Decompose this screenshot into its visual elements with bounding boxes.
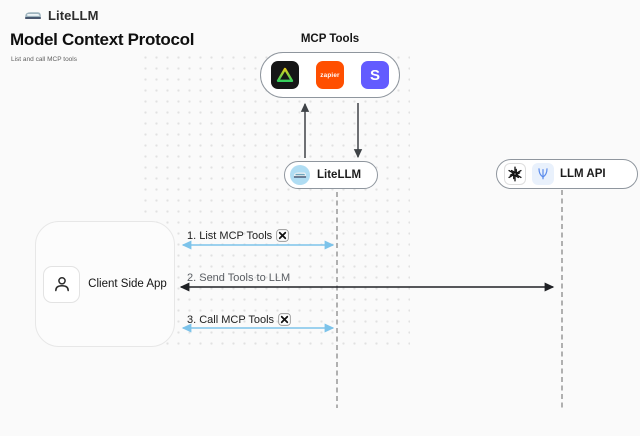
zapier-wordmark: zapier [320, 71, 340, 79]
flow-step-2-label: 2. Send Tools to LLM [187, 272, 291, 284]
person-icon [43, 265, 81, 303]
brand-logo: LiteLLM [24, 8, 99, 23]
brand-name: LiteLLM [48, 8, 99, 23]
zapier-icon: zapier [316, 61, 344, 89]
dot-grid-background [140, 52, 410, 348]
flow-step-1-label: 1. List MCP Tools [187, 229, 273, 242]
provider-icon [532, 163, 554, 185]
flow-step-3-label: 3. Call MCP Tools [187, 313, 275, 326]
train-icon [290, 165, 310, 185]
crossed-tools-icon [278, 313, 291, 326]
mcp-tools-box: zapier S [260, 52, 400, 98]
llm-api-node: LLM API [496, 159, 638, 189]
train-icon [25, 12, 41, 19]
litellm-node: LiteLLM [284, 161, 378, 189]
stripe-icon: S [361, 61, 389, 89]
openai-logo-icon [504, 163, 526, 185]
flow-step-3: 3. Call MCP Tools [187, 313, 291, 326]
page-subtitle: List and call MCP tools [11, 56, 77, 63]
litellm-node-label: LiteLLM [317, 169, 362, 181]
flow-step-1: 1. List MCP Tools [187, 229, 290, 242]
mcp-tools-label: MCP Tools [300, 33, 360, 45]
stripe-letter: S [369, 66, 380, 84]
client-side-app-label: Client Side App [88, 278, 167, 290]
client-side-app-node: Client Side App [35, 221, 175, 347]
llm-api-node-label: LLM API [560, 168, 606, 180]
crossed-tools-icon [276, 229, 290, 242]
triangle-tool-icon [271, 61, 299, 89]
flow-step-2: 2. Send Tools to LLM [187, 272, 290, 284]
page-title: Model Context Protocol [10, 30, 195, 49]
